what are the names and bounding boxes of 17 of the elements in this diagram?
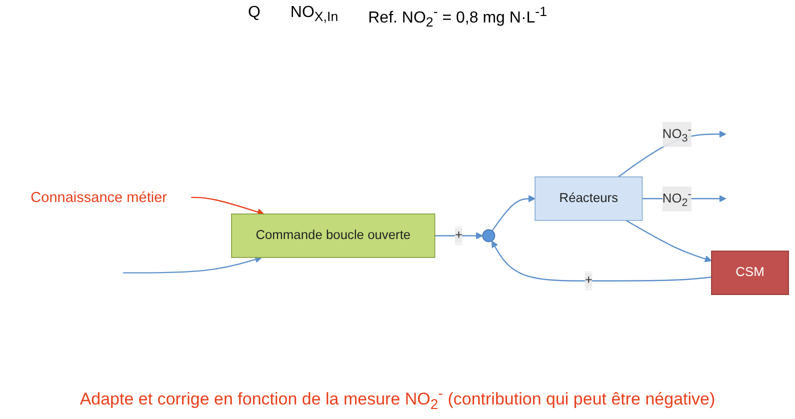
node-box: CSM [711,250,789,295]
note-text: Q [248,4,260,23]
node-box: Réacteurs [534,176,643,220]
caption: Adapte et corrige en fonction de la mesure NO$_{2}$$^{-}$ (contribution qui peut être négative) [80,386,716,413]
edge-label: + [454,228,462,242]
node-circle [482,228,496,242]
node-text: Connaissance métier [30,188,167,205]
arrow [491,240,712,282]
arrow [123,256,262,273]
arrow [191,196,264,215]
node-box: Commande boucle ouverte [231,213,436,258]
note-text: NO$_{X,In}$ [290,4,338,26]
arrow [626,219,712,262]
arrow [492,194,536,231]
arrow [434,232,483,239]
edge-label: + [584,273,592,287]
note-text: Ref. NO$_{2}$$^{-}$ = 0,8 mg N·L$^{-1}$ [368,4,548,30]
